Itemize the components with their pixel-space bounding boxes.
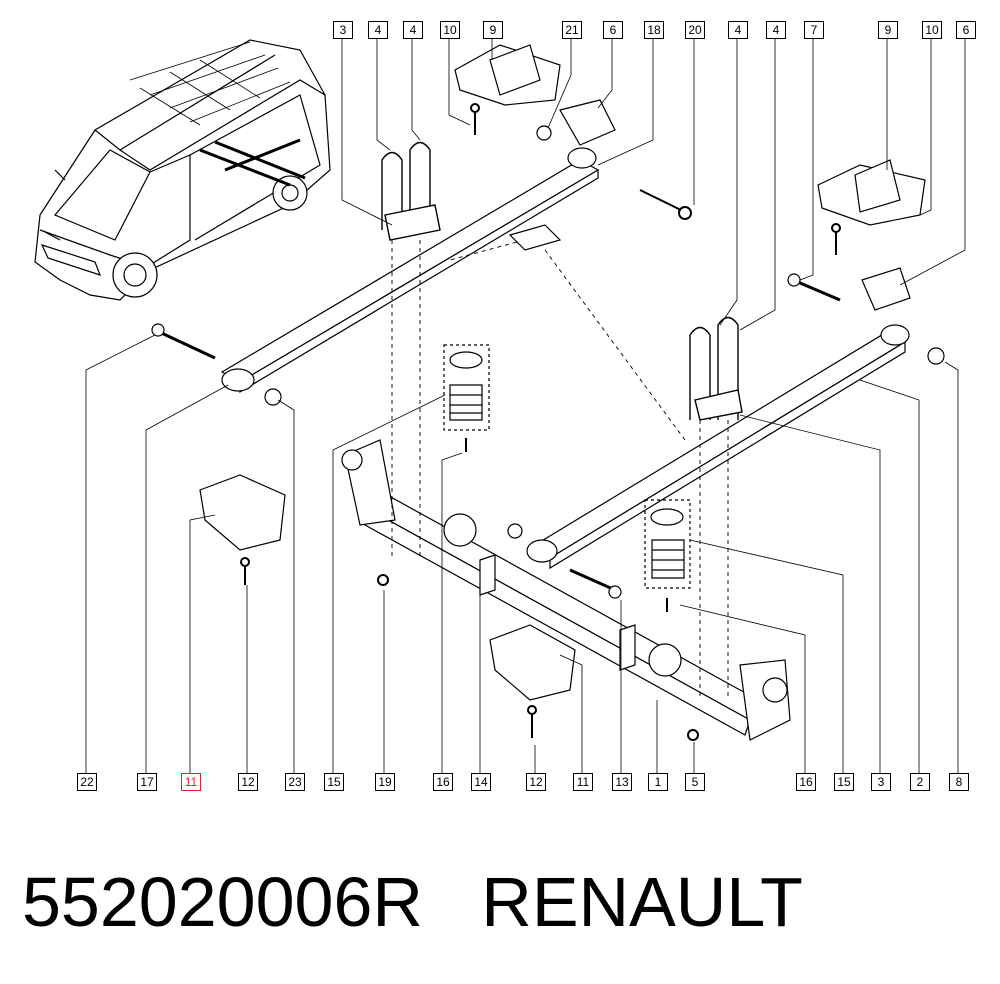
- callout-top-18: 18: [644, 21, 664, 39]
- upper-leaf-spring: [151, 125, 600, 406]
- callout-top-20: 20: [685, 21, 705, 39]
- brand-name: RENAULT: [481, 863, 803, 941]
- callout-bottom-16a: 16: [433, 773, 453, 791]
- callout-bottom-13: 13: [612, 773, 632, 791]
- callout-bottom-15b: 15: [834, 773, 854, 791]
- spring-hangers: [199, 44, 926, 701]
- callout-top-10a: 10: [440, 21, 460, 39]
- callout-bottom-5: 5: [685, 773, 705, 791]
- callout-bottom-3: 3: [871, 773, 891, 791]
- bump-stops: [443, 344, 691, 612]
- part-caption: 552020006R RENAULT: [22, 862, 803, 942]
- callout-top-9b: 9: [878, 21, 898, 39]
- callout-bottom-23: 23: [285, 773, 305, 791]
- u-bolts: [381, 141, 743, 421]
- bolts: [240, 103, 841, 741]
- callout-top-4c: 4: [728, 21, 748, 39]
- callout-bottom-16b: 16: [796, 773, 816, 791]
- rear-axle-beam: [341, 439, 791, 741]
- callout-top-7: 7: [804, 21, 824, 39]
- callout-bottom-22: 22: [77, 773, 97, 791]
- callout-bottom-12a: 12: [238, 773, 258, 791]
- callout-bottom-17: 17: [137, 773, 157, 791]
- callout-bottom-14: 14: [471, 773, 491, 791]
- callout-bottom-19: 19: [375, 773, 395, 791]
- callout-bottom-11b: 11: [573, 773, 593, 791]
- callout-top-6a: 6: [603, 21, 623, 39]
- lower-leaf-spring: [507, 273, 945, 599]
- spring-pad: [508, 224, 562, 251]
- assembly-guides: [391, 237, 729, 700]
- callout-bottom-1: 1: [648, 773, 668, 791]
- van-illustration: [34, 39, 331, 301]
- callout-top-6b: 6: [956, 21, 976, 39]
- callout-top-4d: 4: [766, 21, 786, 39]
- callout-bottom-15a: 15: [324, 773, 344, 791]
- callout-bottom-8: 8: [949, 773, 969, 791]
- callout-top-21: 21: [562, 21, 582, 39]
- callout-top-4b: 4: [403, 21, 423, 39]
- callout-bottom-11-highlighted: 11: [181, 773, 201, 791]
- callout-top-9a: 9: [483, 21, 503, 39]
- callout-bottom-12b: 12: [526, 773, 546, 791]
- callout-top-4a: 4: [368, 21, 388, 39]
- leader-lines: [85, 37, 966, 775]
- callout-bottom-2: 2: [910, 773, 930, 791]
- callout-top-10b: 10: [922, 21, 942, 39]
- callout-top-3: 3: [333, 21, 353, 39]
- part-number: 552020006R: [22, 863, 423, 941]
